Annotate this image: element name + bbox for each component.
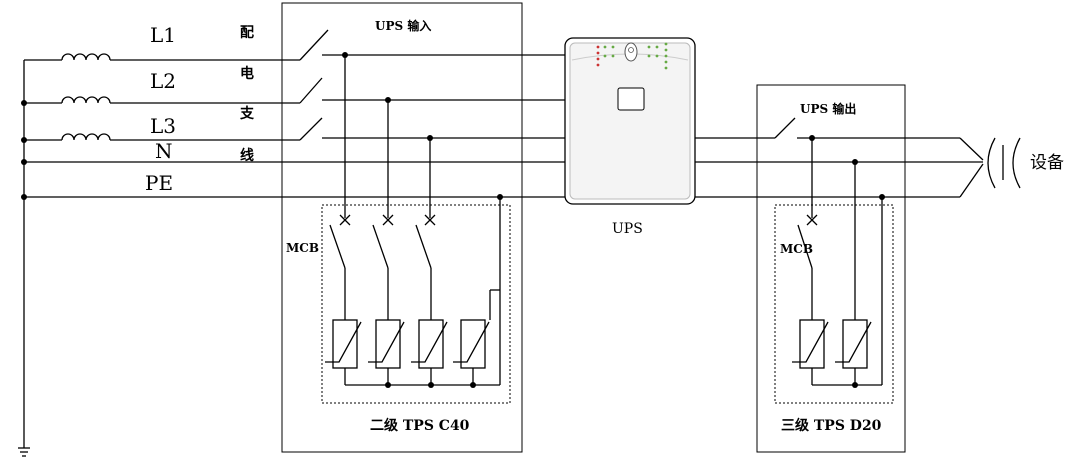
main-lines xyxy=(24,29,565,198)
tps-level2-cabinet xyxy=(281,2,523,453)
inductor-l3 xyxy=(24,133,111,141)
ground-bus xyxy=(18,59,62,457)
line-label-l3: L3 xyxy=(150,114,176,138)
ups-unit xyxy=(564,37,696,205)
tps-level2-varistors xyxy=(325,319,490,369)
tps-level3-tap-dots xyxy=(809,135,885,200)
inductor-l2 xyxy=(24,96,111,104)
tps-level2-label: 二级 TPS C40 xyxy=(370,417,470,434)
inductor-l1 xyxy=(61,53,111,61)
ups-input-label: UPS 输入 xyxy=(375,18,431,33)
tps-level3-varistors xyxy=(792,319,872,369)
line-label-l1: L1 xyxy=(150,23,176,47)
tps-level3-taps xyxy=(811,138,883,385)
output-lines xyxy=(695,117,984,198)
device-label: 设备 xyxy=(1030,153,1064,173)
tps-level2-taps xyxy=(344,55,501,385)
tps-level3-module xyxy=(774,204,894,404)
tps-level3-cabinet xyxy=(756,84,906,453)
line-label-pe: PE xyxy=(145,171,173,195)
tps-level3-bottom-bus xyxy=(811,368,882,386)
tps-level2-bus-dots xyxy=(385,382,476,388)
tps-level2-module xyxy=(321,204,511,404)
branch-char-2: 电 xyxy=(240,65,254,82)
tps-level2-tap-dots xyxy=(342,52,503,200)
branch-char-1: 配 xyxy=(240,25,254,41)
ups-output-label: UPS 输出 xyxy=(800,101,856,116)
branch-char-3: 支 xyxy=(239,105,255,122)
device-connector xyxy=(987,137,1021,189)
ups-led-indicators xyxy=(596,42,668,70)
tps-level2-bottom-bus xyxy=(344,368,500,386)
ups-label: UPS xyxy=(612,221,643,237)
tps-level3-label: 三级 TPS D20 xyxy=(781,417,882,434)
mcb-label-left: MCB xyxy=(286,241,319,255)
line-label-l2: L2 xyxy=(150,69,176,93)
branch-char-4: 线 xyxy=(240,147,254,164)
tps-level3-bus-dots xyxy=(852,382,858,388)
line-label-n: N xyxy=(155,139,173,163)
tps-level2-mcb-switches xyxy=(329,214,500,320)
tps-level3-mcb-switch xyxy=(797,214,818,320)
